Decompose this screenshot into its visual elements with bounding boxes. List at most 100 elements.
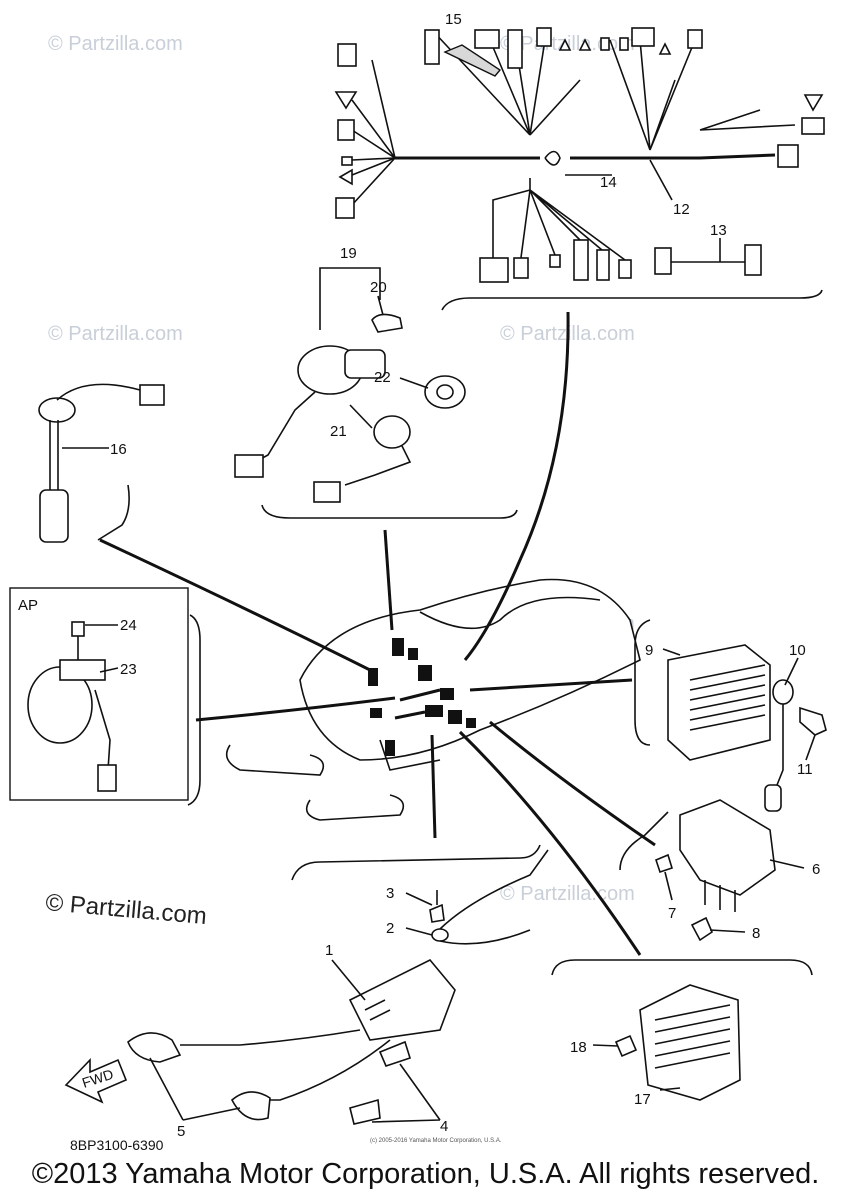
ski-left	[225, 744, 325, 776]
snowmobile	[225, 578, 641, 821]
connector	[341, 156, 353, 166]
watermark: © Partzilla.com	[48, 33, 183, 55]
watermark: © Partzilla.com	[500, 883, 635, 905]
location-mark	[385, 740, 395, 756]
callout-17: 17	[634, 1091, 651, 1108]
switch-wire	[344, 445, 412, 486]
sensor-rods	[49, 420, 59, 500]
rectifier-bracket	[634, 619, 651, 746]
connector	[313, 481, 341, 503]
leader-ap	[195, 696, 396, 722]
connector	[558, 38, 592, 51]
ap-bracket	[187, 614, 201, 806]
harness-left-branches	[351, 59, 396, 206]
harness-clamp	[544, 150, 561, 166]
connector	[801, 117, 825, 135]
rectifier-group	[634, 619, 827, 812]
leader-rectifier	[469, 678, 633, 692]
sensor-group	[38, 383, 165, 543]
callout-4: 4	[440, 1118, 448, 1135]
connector	[337, 43, 357, 67]
leader-5	[149, 1057, 241, 1121]
fwd-arrow-icon	[64, 1058, 128, 1104]
location-mark	[425, 705, 443, 717]
callout-9: 9	[645, 642, 653, 659]
ski-right	[305, 794, 405, 821]
sensor-body	[39, 489, 69, 543]
callout-15: 15	[445, 11, 462, 28]
leader-1	[331, 959, 366, 1001]
ap-label: AP	[18, 597, 38, 614]
suspension	[379, 739, 441, 771]
leader-lines	[99, 311, 656, 956]
connector	[803, 94, 824, 112]
snowmobile-seat-line	[419, 596, 601, 630]
grommet	[614, 1034, 638, 1058]
key-plate	[371, 313, 403, 333]
rectifier-fins	[689, 664, 766, 731]
ground-lead	[439, 849, 549, 930]
hv-leads	[180, 1029, 391, 1101]
leader-6	[769, 859, 805, 869]
callout-18: 18	[570, 1039, 587, 1056]
cdi-bracket	[619, 811, 669, 871]
callout-13: 13	[710, 222, 727, 239]
connector	[744, 244, 762, 276]
connector	[777, 144, 799, 168]
connector	[513, 257, 529, 279]
connector	[97, 764, 117, 792]
callout-20: 20	[370, 279, 387, 296]
regulator-bracket	[551, 959, 813, 976]
leader-17	[659, 1087, 681, 1091]
location-mark	[368, 668, 378, 686]
connector	[536, 27, 552, 47]
connector	[234, 454, 264, 478]
callout-6: 6	[812, 861, 820, 878]
location-mark	[448, 710, 462, 724]
terminal-end	[764, 784, 782, 812]
sensor-wire	[56, 383, 141, 401]
location-mark	[370, 708, 382, 718]
callout-7: 7	[668, 905, 676, 922]
main-harness	[395, 153, 776, 160]
leader-switch	[383, 529, 394, 631]
location-mark	[466, 718, 476, 728]
leader-18	[592, 1044, 619, 1047]
callout-24: 24	[120, 617, 137, 634]
connector	[549, 254, 561, 268]
connector	[424, 29, 440, 65]
leader-2	[405, 927, 433, 936]
switch	[373, 415, 411, 449]
ap-nut	[71, 621, 85, 637]
ap-wire	[94, 689, 111, 771]
leader-9	[662, 648, 681, 656]
main-switch-group	[234, 267, 518, 519]
regulator-fins	[654, 1004, 731, 1069]
ap-bracket-plate	[59, 659, 106, 681]
callout-11: 11	[797, 761, 813, 778]
connector	[338, 168, 353, 186]
leader-10	[784, 657, 799, 686]
connector	[687, 29, 703, 49]
regulator	[639, 984, 741, 1101]
bolt	[690, 916, 713, 942]
small-copyright: (c) 2005-2016 Yamaha Motor Corporation, …	[370, 1138, 502, 1144]
main-switch-body	[344, 349, 386, 379]
clamp	[349, 1098, 381, 1125]
diagram-code: 8BP3100-6390	[70, 1137, 164, 1153]
cdi-unit	[679, 799, 776, 896]
callout-10: 10	[789, 642, 806, 659]
location-wires	[394, 688, 441, 720]
switch-bracket	[261, 504, 518, 519]
ground-terminal	[431, 928, 449, 942]
connector	[573, 239, 589, 281]
connector	[507, 29, 523, 69]
leader-23	[99, 667, 119, 673]
coil-bracket	[291, 844, 541, 881]
harness-tie	[443, 44, 502, 77]
callout-leaders	[62, 159, 816, 1123]
rectifier	[667, 644, 771, 761]
watermark: © Partzilla.com	[48, 323, 183, 345]
leader-cdi	[489, 720, 656, 847]
